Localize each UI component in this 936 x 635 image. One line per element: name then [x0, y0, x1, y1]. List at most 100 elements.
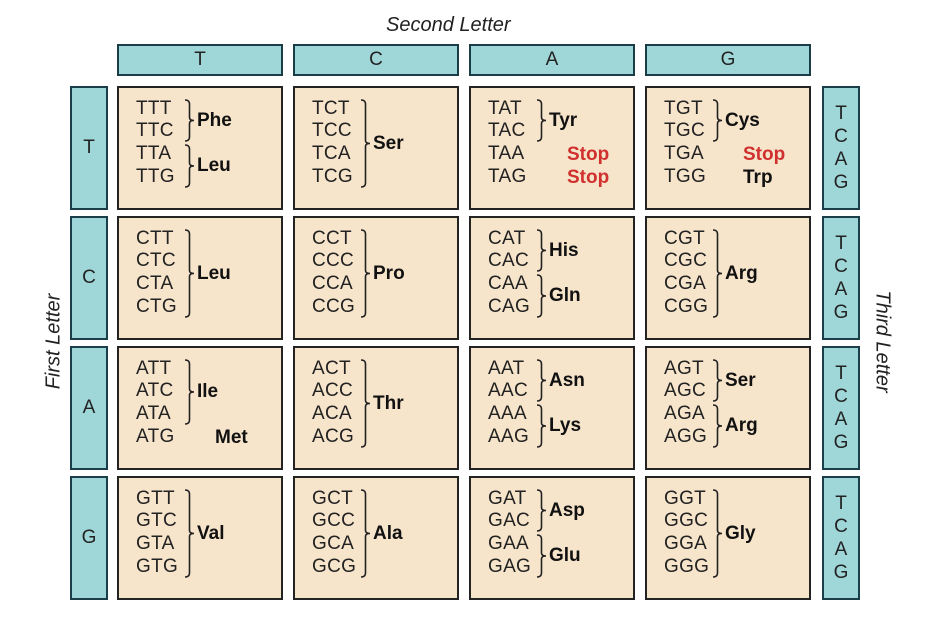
- brace-icon: [536, 404, 547, 448]
- amino-acid-label: Pro: [373, 262, 405, 284]
- second-letter-A: A: [469, 44, 635, 76]
- third-letter-A: A: [834, 539, 848, 560]
- third-letter-G: G: [833, 172, 849, 193]
- amino-acid-label: Arg: [725, 262, 758, 284]
- brace-icon: [360, 489, 371, 578]
- codon: TAG: [488, 166, 527, 187]
- codon: GGG: [664, 556, 710, 577]
- amino-acid-label: Glu: [549, 545, 581, 566]
- codon: CAG: [488, 296, 531, 317]
- amino-acid-label: Ser: [373, 132, 404, 154]
- brace-icon: [184, 229, 195, 318]
- third-letter-T: T: [835, 103, 847, 124]
- brace-icon: [536, 359, 547, 402]
- codon: ACC: [312, 380, 354, 401]
- amino-acid-label: Stop: [567, 143, 610, 165]
- codon: GAT: [488, 488, 527, 509]
- brace-icon: [184, 99, 195, 142]
- codon: AAA: [488, 403, 527, 424]
- amino-acid-label: Arg: [725, 415, 758, 436]
- codon: AAG: [488, 426, 530, 447]
- amino-acid-label: Cys: [725, 109, 760, 131]
- codon: ATA: [136, 403, 172, 424]
- codon: TGG: [664, 166, 707, 187]
- amino-acid-label: Val: [197, 522, 225, 544]
- brace-icon: [360, 229, 371, 318]
- codon: ACA: [312, 403, 352, 424]
- codon: GCT: [312, 488, 354, 509]
- codon: GTG: [136, 556, 179, 577]
- third-letter-A: A: [834, 279, 848, 300]
- codon: CAT: [488, 228, 526, 249]
- amino-acid-label: Leu: [197, 155, 231, 176]
- third-letter-C: C: [834, 386, 848, 407]
- first-letter-C: C: [70, 216, 108, 340]
- codon: ACT: [312, 358, 351, 379]
- first-letter-T: T: [70, 86, 108, 210]
- codon: TAC: [488, 120, 526, 141]
- brace-icon: [536, 229, 547, 272]
- amino-acid-label: Gly: [725, 522, 756, 544]
- codon: ATT: [136, 358, 172, 379]
- codon: ATC: [136, 380, 174, 401]
- brace-icon: [184, 144, 195, 188]
- codon: CTG: [136, 296, 178, 317]
- second-letter-G: G: [645, 44, 811, 76]
- amino-acid-label: His: [549, 239, 579, 261]
- first-letter-G: G: [70, 476, 108, 600]
- codon: TGC: [664, 120, 706, 141]
- amino-acid-label: Leu: [197, 262, 231, 284]
- brace-icon: [712, 359, 723, 402]
- codon: TCT: [312, 98, 350, 119]
- amino-acid-label: Ala: [373, 522, 403, 544]
- codon: GCA: [312, 533, 355, 554]
- amino-acid-label: Trp: [743, 166, 773, 188]
- codon: ATG: [136, 426, 175, 447]
- codon: CCG: [312, 296, 356, 317]
- codon: GTT: [136, 488, 175, 509]
- codon: GGT: [664, 488, 707, 509]
- codon: TAA: [488, 143, 525, 164]
- third-letter-T: T: [835, 493, 847, 514]
- second-letter-C: C: [293, 44, 459, 76]
- codon: GTA: [136, 533, 175, 554]
- amino-acid-label: Met: [215, 426, 248, 448]
- codon: TCC: [312, 120, 352, 141]
- amino-acid-label: Phe: [197, 109, 232, 131]
- amino-acid-label: Stop: [567, 166, 610, 188]
- brace-icon: [360, 359, 371, 448]
- codon: GCC: [312, 510, 356, 531]
- amino-acid-label: Gln: [549, 285, 581, 306]
- brace-icon: [184, 359, 195, 425]
- second-letter-title-text: Second Letter: [386, 14, 511, 36]
- codon: ACG: [312, 426, 355, 447]
- brace-icon: [712, 489, 723, 578]
- amino-acid-label: Ser: [725, 369, 756, 391]
- second-letter-T: T: [117, 44, 283, 76]
- codon: GGA: [664, 533, 708, 554]
- codon: AGA: [664, 403, 706, 424]
- codon: TCG: [312, 166, 354, 187]
- codon: CTT: [136, 228, 174, 249]
- brace-icon: [712, 229, 723, 318]
- amino-acid-label: Asn: [549, 369, 585, 391]
- codon: CCA: [312, 273, 354, 294]
- brace-icon: [536, 274, 547, 318]
- codon: GAC: [488, 510, 531, 531]
- codon: AAC: [488, 380, 528, 401]
- codon: GAA: [488, 533, 530, 554]
- third-letter-title: Third Letter: [871, 290, 894, 393]
- brace-icon: [184, 489, 195, 578]
- third-letter-A: A: [834, 409, 848, 430]
